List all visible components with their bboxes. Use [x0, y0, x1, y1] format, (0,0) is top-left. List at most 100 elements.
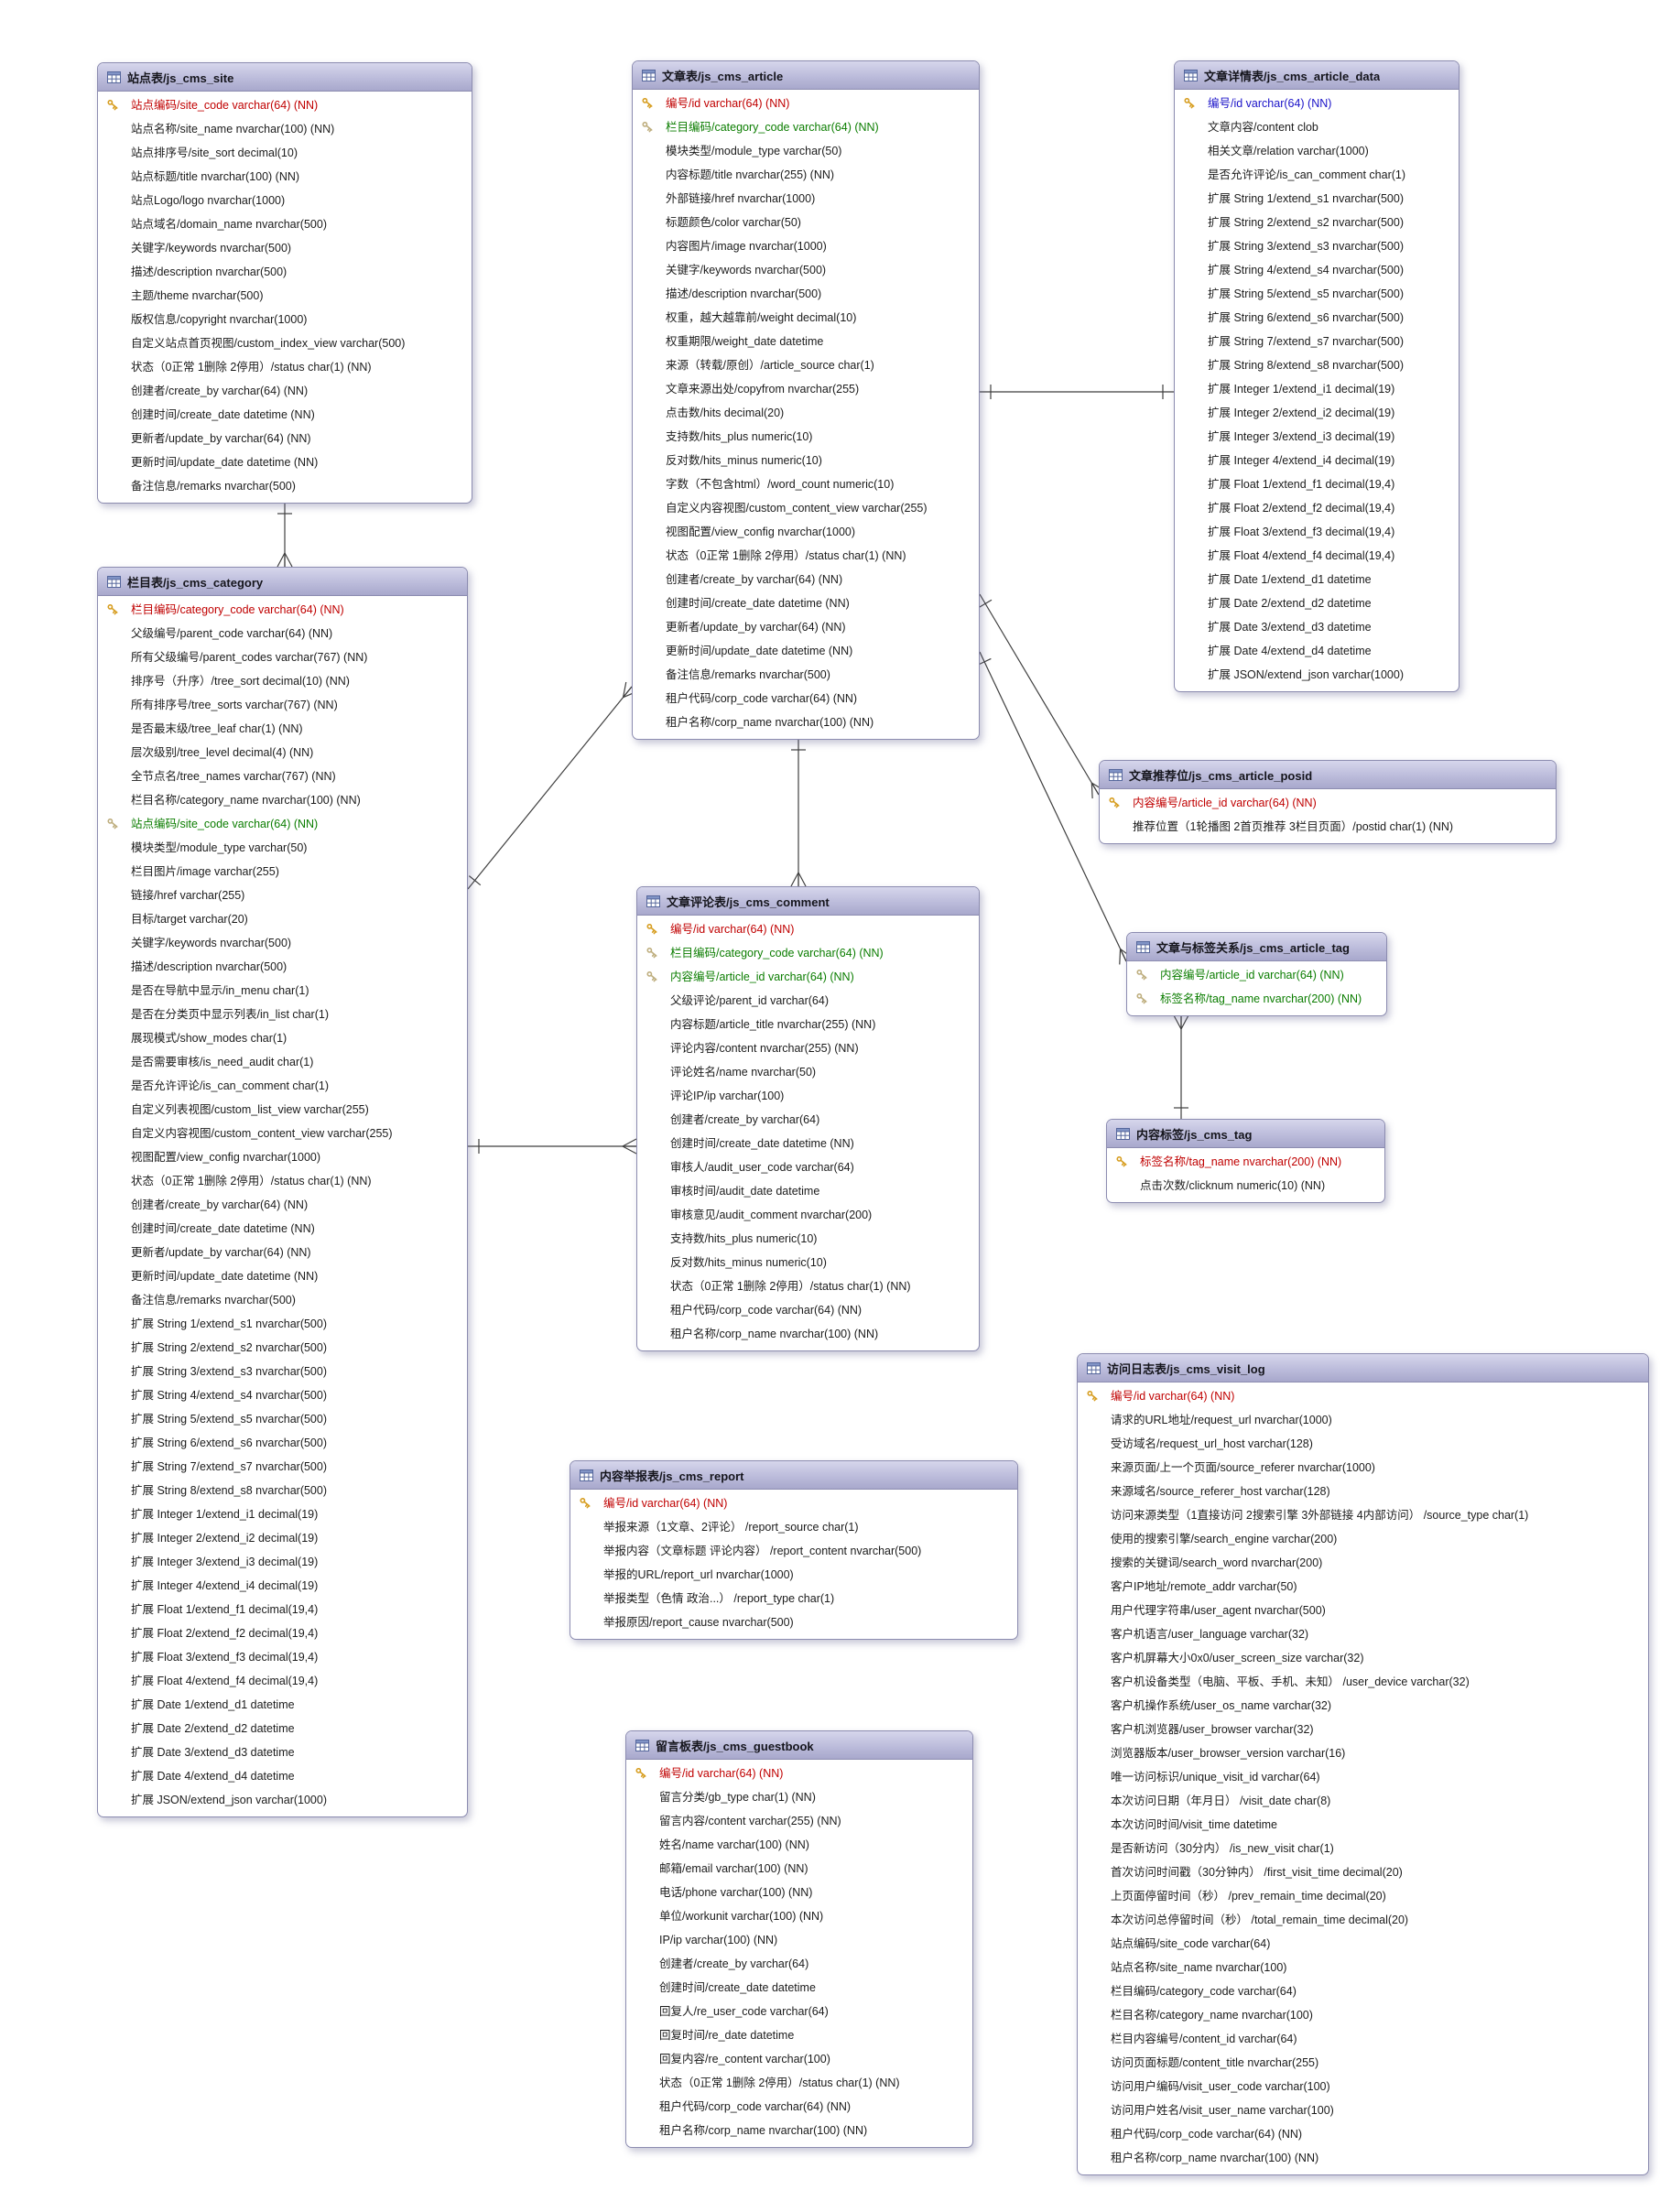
field-row: 是否在分类页中显示列表/in_list char(1): [98, 1003, 467, 1026]
field-text: 本次访问总停留时间（秒） /total_remain_time decimal(…: [1111, 1914, 1409, 1926]
field-text: 自定义列表视图/custom_list_view varchar(255): [131, 1103, 369, 1116]
field-row-fk: 栏目编码/category_code varchar(64) (NN): [633, 115, 979, 139]
entity-header-guestbook[interactable]: 留言板表/js_cms_guestbook: [626, 1731, 972, 1760]
field-row: 审核意见/audit_comment nvarchar(200): [637, 1203, 979, 1227]
field-row: 创建时间/create_date datetime: [626, 1976, 972, 2000]
article-posid-one-tick: [978, 599, 993, 608]
field-text: 关键字/keywords nvarchar(500): [131, 937, 292, 949]
field-row: 扩展 Date 3/extend_d3 datetime: [1175, 615, 1459, 639]
field-row: 支持数/hits_plus numeric(10): [633, 425, 979, 449]
field-row: 回复时间/re_date datetime: [626, 2023, 972, 2047]
field-text: 客户机语言/user_language varchar(32): [1111, 1628, 1309, 1641]
primary-key-icon: [107, 603, 118, 615]
entity-title: 站点表/js_cms_site: [127, 70, 234, 85]
field-row: 支持数/hits_plus numeric(10): [637, 1227, 979, 1251]
key-icon-wrap: [646, 922, 659, 936]
entity-title: 文章详情表/js_cms_article_data: [1204, 69, 1381, 83]
field-text: 扩展 Date 2/extend_d2 datetime: [1208, 597, 1372, 610]
field-row: 扩展 Float 3/extend_f3 decimal(19,4): [98, 1645, 467, 1669]
entity-header-category[interactable]: 栏目表/js_cms_category: [98, 568, 467, 596]
field-row: 推荐位置（1轮播图 2首页推荐 3栏目页面）/postid char(1) (N…: [1100, 815, 1556, 839]
field-row: 链接/href varchar(255): [98, 884, 467, 907]
entity-header-site[interactable]: 站点表/js_cms_site: [98, 63, 472, 92]
field-text: 扩展 String 2/extend_s2 nvarchar(500): [1208, 216, 1404, 229]
field-row: 父级编号/parent_code varchar(64) (NN): [98, 622, 467, 645]
field-row: 扩展 Float 1/extend_f1 decimal(19,4): [1175, 472, 1459, 496]
field-row: 扩展 String 4/extend_s4 nvarchar(500): [1175, 258, 1459, 282]
field-text: 标签名称/tag_name nvarchar(200) (NN): [1140, 1155, 1342, 1168]
field-row: 浏览器版本/user_browser_version varchar(16): [1078, 1741, 1648, 1765]
category-comment-crowfoot: [622, 1145, 637, 1155]
field-text: 访问用户姓名/visit_user_name varchar(100): [1111, 2104, 1334, 2117]
field-row: 举报内容（文章标题 评论内容） /report_content nvarchar…: [570, 1539, 1017, 1563]
field-text: 使用的搜索引擎/search_engine varchar(200): [1111, 1533, 1338, 1545]
field-text: 外部链接/href nvarchar(1000): [666, 192, 816, 205]
field-text: 标题颜色/color varchar(50): [666, 216, 801, 229]
field-row: 创建者/create_by varchar(64) (NN): [98, 1193, 467, 1217]
field-row: 备注信息/remarks nvarchar(500): [98, 474, 472, 498]
field-text: 扩展 String 1/extend_s1 nvarchar(500): [131, 1317, 327, 1330]
field-text: 扩展 Float 3/extend_f3 decimal(19,4): [131, 1651, 319, 1664]
entity-header-tag[interactable]: 内容标签/js_cms_tag: [1107, 1120, 1384, 1148]
field-text: 租户代码/corp_code varchar(64) (NN): [659, 2100, 852, 2113]
field-row: 用户代理字符串/user_agent nvarchar(500): [1078, 1599, 1648, 1622]
field-row: 是否允许评论/is_can_comment char(1): [98, 1074, 467, 1098]
field-text: 是否在导航中显示/in_menu char(1): [131, 984, 309, 997]
field-text: 父级编号/parent_code varchar(64) (NN): [131, 627, 333, 640]
field-text: 内容标题/article_title nvarchar(255) (NN): [670, 1018, 876, 1031]
entity-header-article_posid[interactable]: 文章推荐位/js_cms_article_posid: [1100, 761, 1556, 789]
field-text: 访问来源类型（1直接访问 2搜索引擎 3外部链接 4内部访问） /source_…: [1111, 1509, 1529, 1522]
field-row: 是否最末级/tree_leaf char(1) (NN): [98, 717, 467, 741]
foreign-key-icon: [642, 121, 653, 133]
field-row: 扩展 Float 4/extend_f4 decimal(19,4): [1175, 544, 1459, 568]
field-row: 租户名称/corp_name nvarchar(100) (NN): [626, 2119, 972, 2142]
entity-title: 内容举报表/js_cms_report: [600, 1469, 744, 1483]
primary-key-icon: [1116, 1155, 1127, 1167]
entity-header-comment[interactable]: 文章评论表/js_cms_comment: [637, 887, 979, 916]
key-icon-wrap: [1086, 1389, 1100, 1403]
field-row: 状态（0正常 1删除 2停用）/status char(1) (NN): [637, 1274, 979, 1298]
field-row-pk: 编号/id varchar(64) (NN): [1078, 1384, 1648, 1408]
key-icon-wrap: [106, 98, 120, 112]
field-row: 访问页面标题/content_title nvarchar(255): [1078, 2051, 1648, 2075]
field-text: 描述/description nvarchar(500): [666, 287, 822, 300]
entity-tag[interactable]: 内容标签/js_cms_tag 标签名称/tag_name nvarchar(20…: [1106, 1119, 1385, 1203]
table-icon: [1116, 1127, 1130, 1140]
field-row: 反对数/hits_minus numeric(10): [633, 449, 979, 472]
field-text: 客户机浏览器/user_browser varchar(32): [1111, 1723, 1314, 1736]
entity-field-list: 编号/id varchar(64) (NN)栏目编码/category_code…: [637, 916, 979, 1350]
field-text: 创建时间/create_date datetime (NN): [131, 408, 315, 421]
field-row: 权重期限/weight_date datetime: [633, 330, 979, 353]
field-row-pk: 编号/id varchar(64) (NN): [633, 92, 979, 115]
field-text: 客户IP地址/remote_addr varchar(50): [1111, 1580, 1297, 1593]
primary-key-icon: [642, 97, 653, 109]
entity-header-report[interactable]: 内容举报表/js_cms_report: [570, 1461, 1017, 1490]
field-row: 所有父级编号/parent_codes varchar(767) (NN): [98, 645, 467, 669]
primary-key-icon: [1087, 1390, 1098, 1402]
field-text: 视图配置/view_config nvarchar(1000): [131, 1151, 321, 1164]
field-text: 站点Logo/logo nvarchar(1000): [131, 194, 286, 207]
entity-header-article[interactable]: 文章表/js_cms_article: [633, 61, 979, 90]
entity-header-visit_log[interactable]: 访问日志表/js_cms_visit_log: [1078, 1354, 1648, 1382]
field-text: 父级评论/parent_id varchar(64): [670, 994, 829, 1007]
field-text: 扩展 Date 4/extend_d4 datetime: [1208, 645, 1372, 657]
field-row: 描述/description nvarchar(500): [98, 260, 472, 284]
field-row: 创建者/create_by varchar(64) (NN): [633, 568, 979, 591]
field-text: 扩展 Integer 4/extend_i4 decimal(19): [1208, 454, 1395, 467]
entity-header-article_tag[interactable]: 文章与标签关系/js_cms_article_tag: [1127, 933, 1386, 961]
entity-header-article_data[interactable]: 文章详情表/js_cms_article_data: [1175, 61, 1459, 90]
field-row: 备注信息/remarks nvarchar(500): [633, 663, 979, 687]
key-icon-wrap: [1183, 96, 1197, 110]
foreign-key-icon: [1136, 992, 1147, 1004]
field-row: 模块类型/module_type varchar(50): [98, 836, 467, 860]
